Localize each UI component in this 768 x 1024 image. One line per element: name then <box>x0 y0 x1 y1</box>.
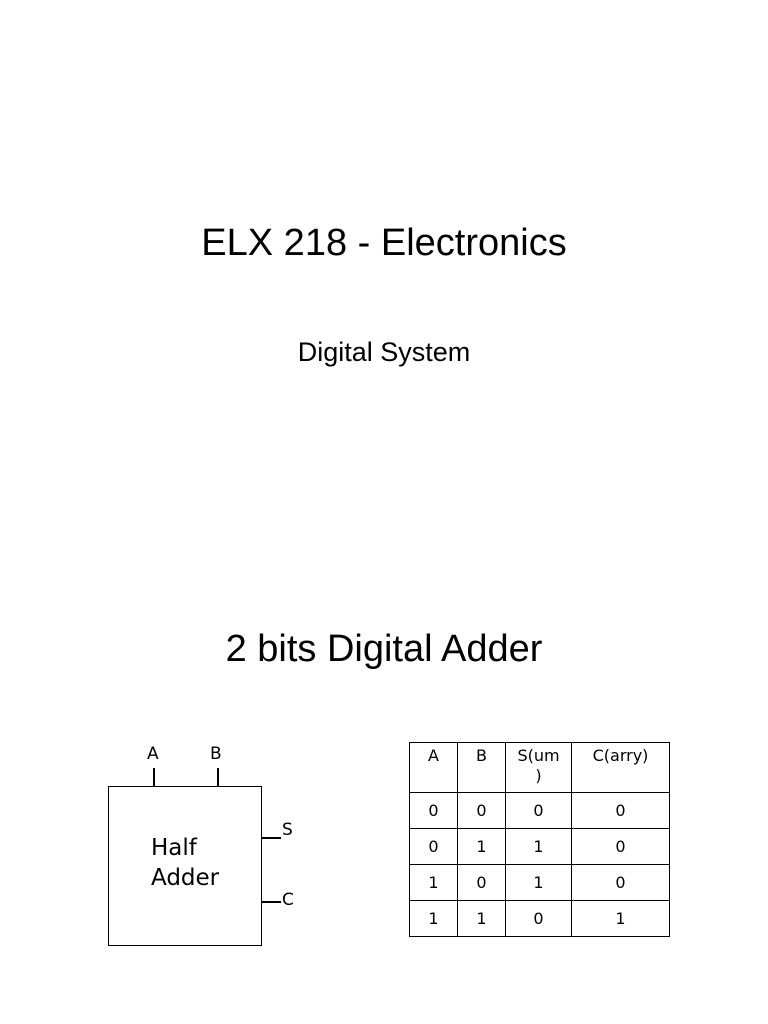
cell-sum: 0 <box>505 900 572 937</box>
cell-carry: 0 <box>571 828 670 865</box>
cell-b: 1 <box>457 900 506 937</box>
half-adder-text: Half Adder <box>151 833 219 893</box>
cell-carry: 0 <box>571 792 670 829</box>
input-a-label: A <box>147 744 159 764</box>
output-s-pin <box>262 837 281 839</box>
table-row: 1 1 0 1 <box>409 900 670 937</box>
cell-carry: 0 <box>571 864 670 901</box>
input-a-pin <box>153 768 155 787</box>
output-c-label: C <box>282 890 294 910</box>
cell-carry: 1 <box>571 900 670 937</box>
header-carry: C(arry) <box>571 742 670 793</box>
cell-a: 1 <box>409 900 458 937</box>
cell-sum: 0 <box>505 792 572 829</box>
table-row: 1 0 1 0 <box>409 864 670 901</box>
cell-a: 0 <box>409 792 458 829</box>
input-b-label: B <box>210 744 222 764</box>
half-adder-line2: Adder <box>151 865 220 891</box>
truth-table: A B S(um ) C(arry) 0 0 0 0 0 1 1 0 1 0 1… <box>409 742 670 937</box>
cell-b: 0 <box>457 864 506 901</box>
header-sum: S(um ) <box>505 742 572 793</box>
slide-subtitle: Digital System <box>297 337 471 367</box>
section-title: 2 bits Digital Adder <box>225 628 543 670</box>
cell-b: 0 <box>457 792 506 829</box>
table-row: 0 1 1 0 <box>409 828 670 865</box>
input-b-pin <box>217 768 219 787</box>
cell-sum: 1 <box>505 864 572 901</box>
cell-b: 1 <box>457 828 506 865</box>
half-adder-box <box>108 786 262 946</box>
cell-a: 0 <box>409 828 458 865</box>
half-adder-line1: Half <box>151 835 197 861</box>
cell-sum: 1 <box>505 828 572 865</box>
truth-table-header-row: A B S(um ) C(arry) <box>409 742 670 793</box>
header-b: B <box>457 742 506 793</box>
output-c-pin <box>262 901 281 903</box>
slide-title: ELX 218 - Electronics <box>201 222 567 264</box>
table-row: 0 0 0 0 <box>409 792 670 829</box>
header-a: A <box>409 742 458 793</box>
cell-a: 1 <box>409 864 458 901</box>
output-s-label: S <box>282 820 293 840</box>
